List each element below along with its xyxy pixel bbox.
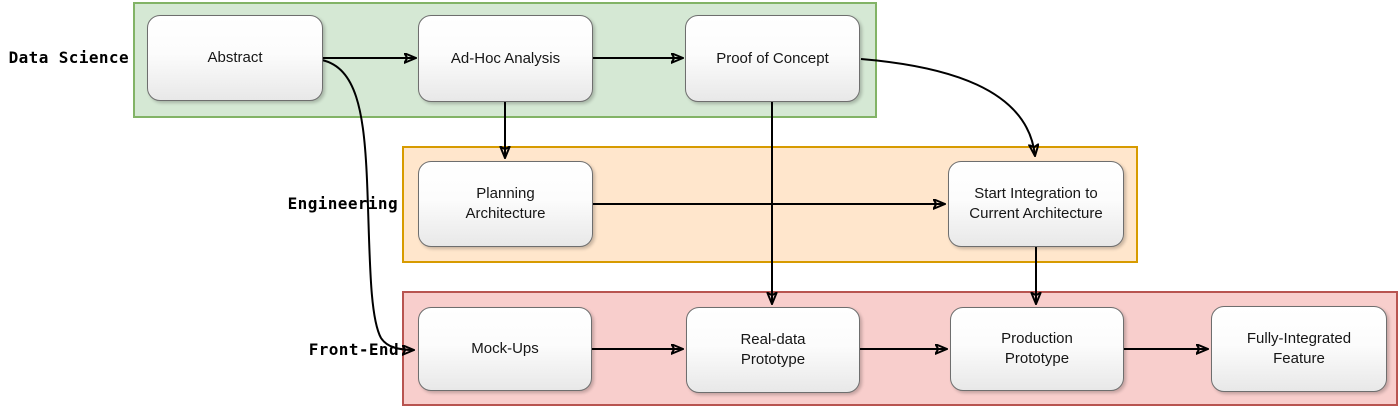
lane-label-data-science: Data Science (8, 48, 129, 67)
edge-proof-to-startintegration (860, 58, 1035, 156)
node-real-data-prototype-label: Real-data Prototype (740, 331, 806, 368)
node-mock-ups: Mock-Ups (418, 307, 592, 391)
node-real-data-prototype: Real-data Prototype (686, 307, 860, 393)
node-proof-of-concept: Proof of Concept (685, 15, 860, 102)
node-start-integration-label: Start Integration to Current Architectur… (969, 185, 1103, 222)
lane-label-front-end: Front-End (308, 340, 399, 359)
lane-label-engineering: Engineering (287, 194, 398, 213)
node-ad-hoc-analysis-label: Ad-Hoc Analysis (450, 49, 561, 67)
node-abstract: Abstract (147, 15, 323, 101)
node-fully-integrated-feature-label: Fully-Integrated Feature (1246, 330, 1352, 367)
node-abstract-label: Abstract (207, 49, 263, 66)
node-ad-hoc-analysis: Ad-Hoc Analysis (418, 15, 593, 102)
node-proof-of-concept-label: Proof of Concept (716, 49, 829, 67)
node-planning-architecture-label: Planning Architecture (465, 185, 546, 222)
node-production-prototype: Production Prototype (950, 307, 1124, 391)
node-start-integration: Start Integration to Current Architectur… (948, 161, 1124, 247)
node-planning-architecture: Planning Architecture (418, 161, 593, 247)
node-fully-integrated-feature: Fully-Integrated Feature (1211, 306, 1387, 392)
node-production-prototype-label: Production Prototype (1001, 330, 1073, 367)
node-mock-ups-label: Mock-Ups (471, 340, 539, 357)
